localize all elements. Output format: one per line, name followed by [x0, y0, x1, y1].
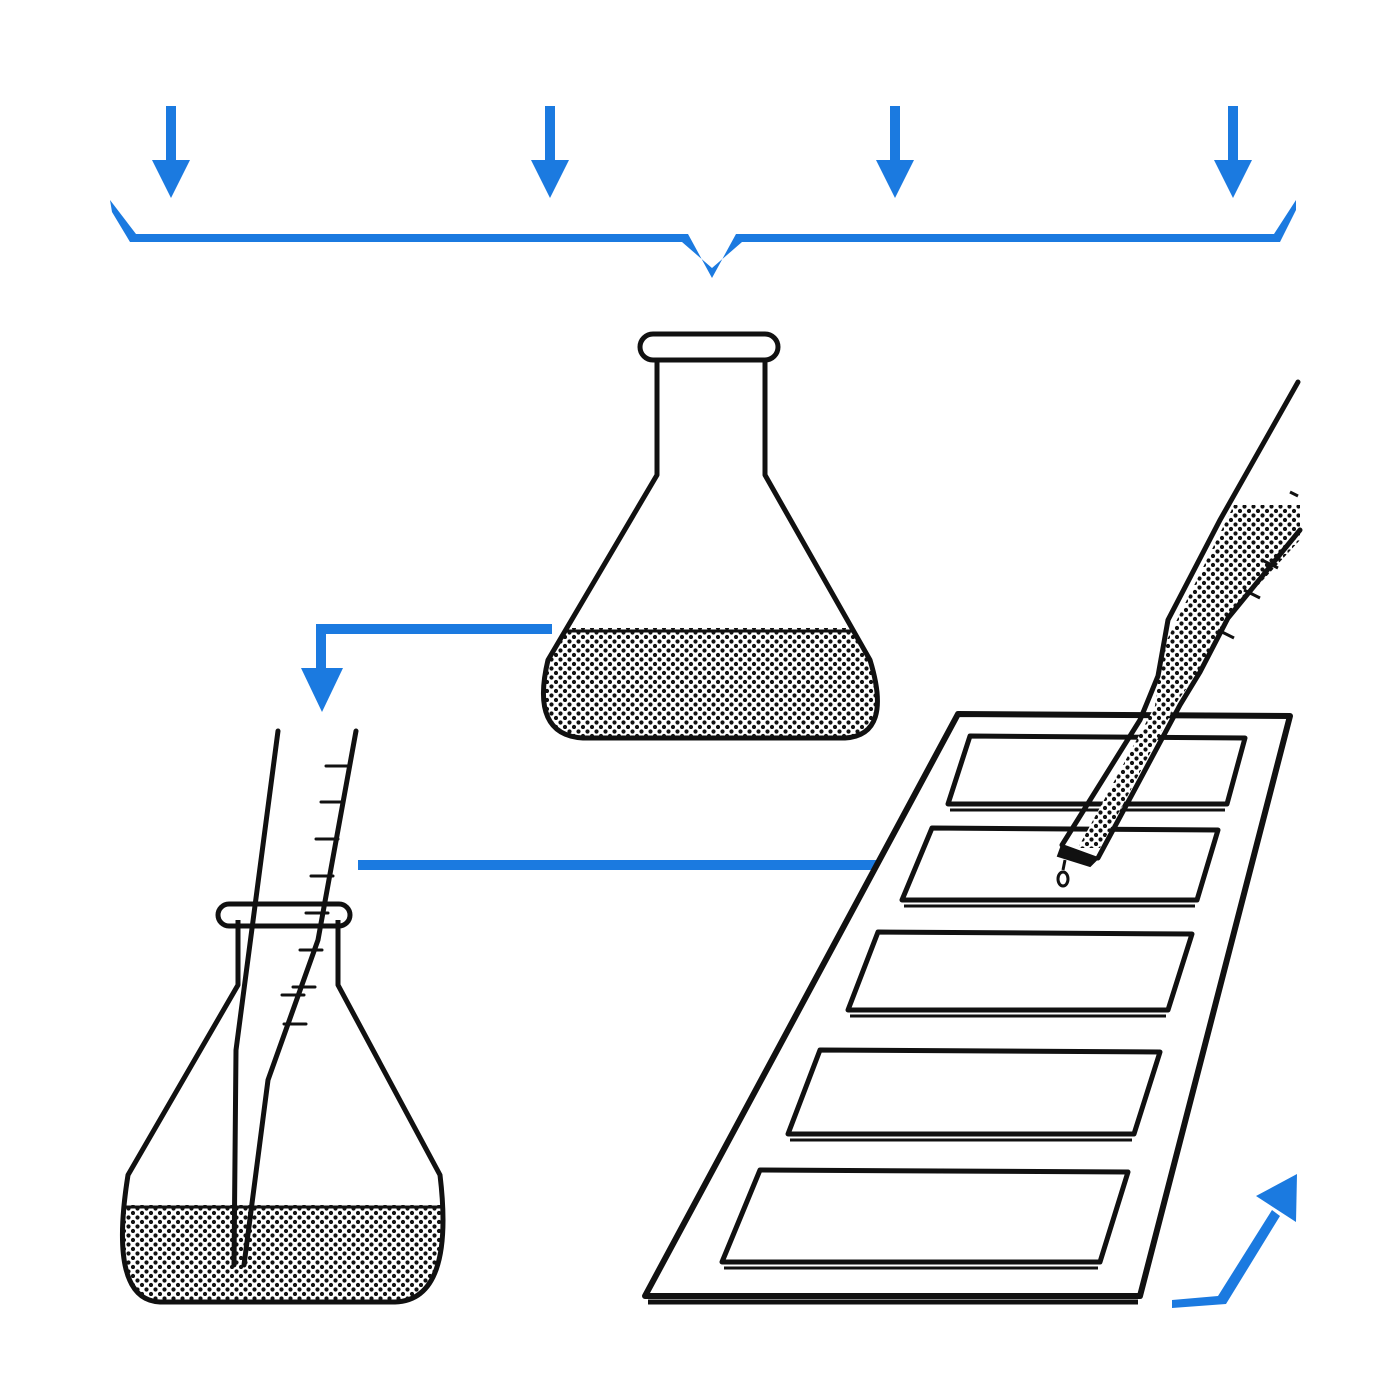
brace-icon	[110, 200, 1296, 278]
tray-slot	[845, 929, 1195, 1013]
slide-tray-icon	[642, 711, 1293, 1305]
tray-slot	[899, 825, 1221, 903]
conical-flask-icon	[540, 331, 880, 741]
down-arrow-icon	[152, 106, 190, 198]
conical-flask-icon	[120, 920, 446, 1305]
tray-slot	[785, 1047, 1163, 1137]
flask-rim	[215, 901, 353, 929]
droplet-icon	[1056, 870, 1070, 888]
flask-with-cylinder	[120, 728, 446, 1305]
flask-liquid	[122, 1205, 443, 1302]
down-arrow-icon	[1214, 106, 1252, 198]
down-arrow-icon	[876, 106, 914, 198]
elbow-arrow-icon	[301, 624, 552, 712]
curved-arrow-icon	[1172, 1174, 1297, 1308]
flask-liquid	[543, 628, 878, 738]
measuring-cylinder-icon	[231, 728, 359, 1268]
dropper-pipette-icon	[1056, 379, 1303, 888]
tray-slot	[719, 1167, 1131, 1265]
input-arrows	[152, 106, 1252, 198]
down-arrow-icon	[531, 106, 569, 198]
flask-rim	[637, 331, 781, 363]
